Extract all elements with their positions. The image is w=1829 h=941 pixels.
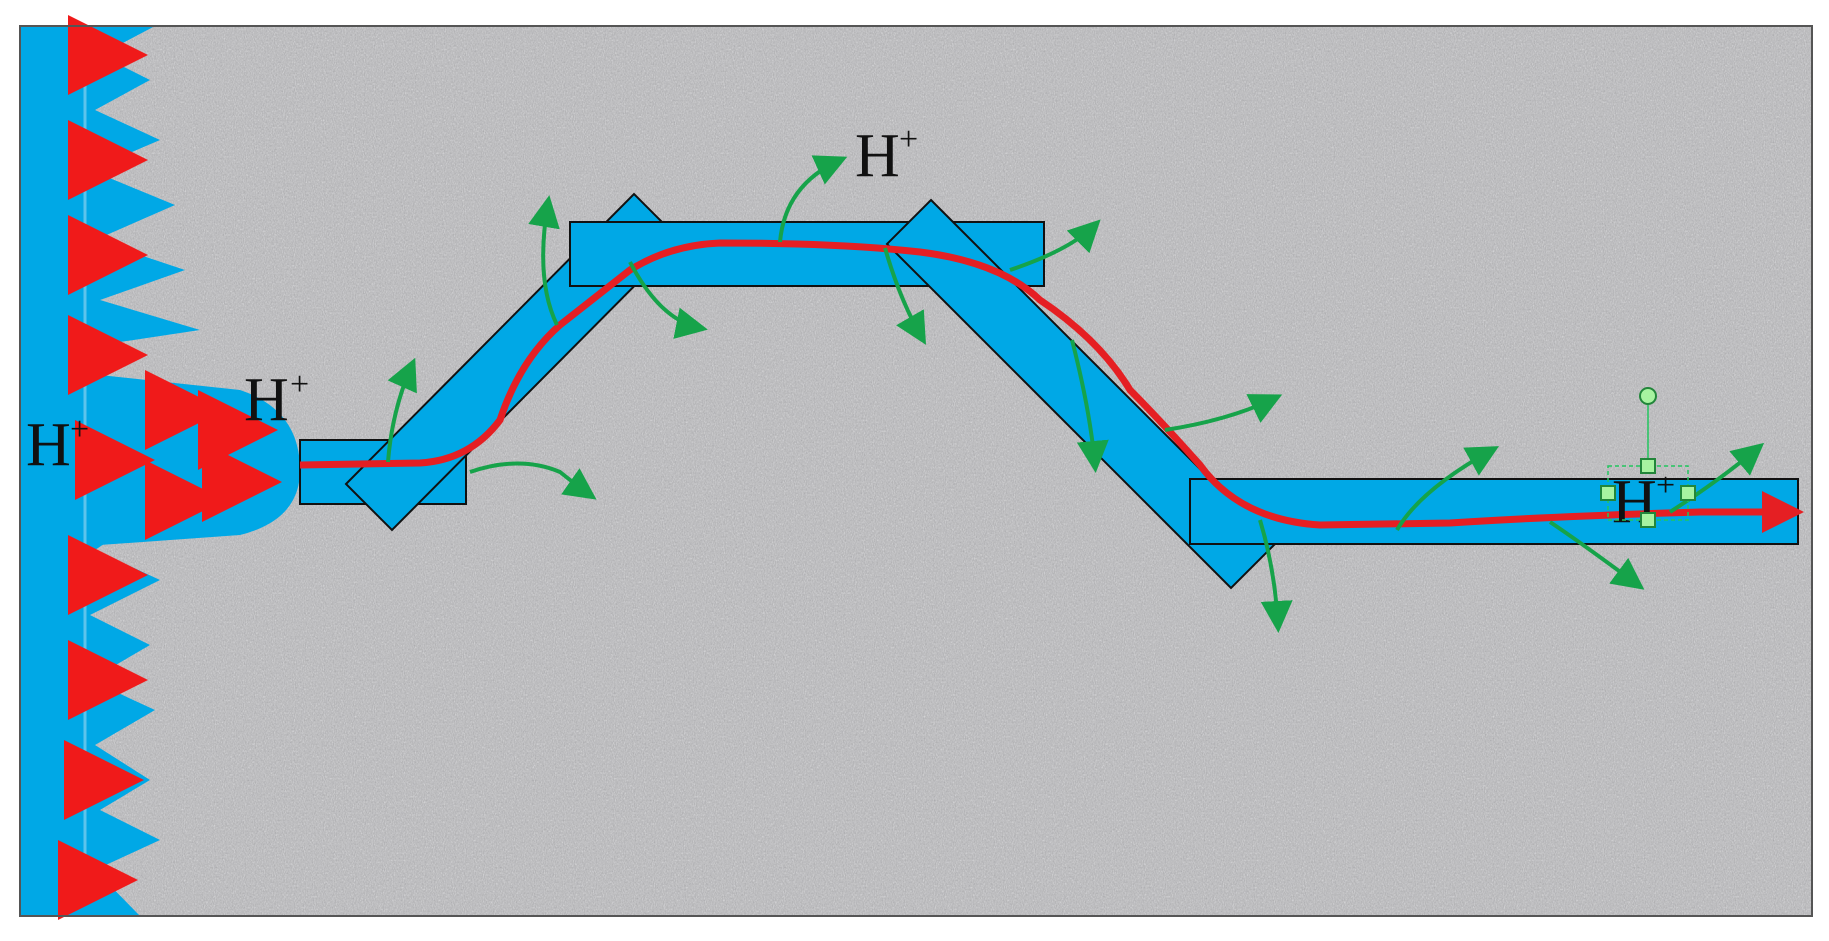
leakage-arrows xyxy=(386,155,1765,633)
selection-handle-icon[interactable] xyxy=(1640,512,1656,528)
green-curved-arrow-icon xyxy=(528,195,560,326)
ion-label-left-charge: + xyxy=(70,411,89,448)
inflow-arrows xyxy=(58,15,282,920)
main-proton-flow xyxy=(299,239,1804,533)
ion-label-entrance-symbol: H xyxy=(244,366,289,434)
ion-label-left-symbol: H xyxy=(26,411,71,479)
green-curved-arrow-icon xyxy=(1548,520,1645,590)
ion-label-entrance: H + xyxy=(244,366,309,434)
rotation-handle-icon[interactable] xyxy=(1639,387,1657,405)
green-curved-arrow-icon xyxy=(1258,519,1293,633)
green-curved-arrow-icon xyxy=(628,261,708,339)
ion-label-top-charge: + xyxy=(899,121,918,158)
selection-handle-icon[interactable] xyxy=(1680,485,1696,501)
ion-label-top-symbol: H xyxy=(855,122,900,190)
green-curved-arrow-icon xyxy=(1395,446,1499,531)
ion-label-entrance-charge: + xyxy=(290,366,309,403)
selection-handle-icon[interactable] xyxy=(1600,485,1616,501)
channel-segment-4 xyxy=(885,198,1277,590)
green-curved-arrow-icon xyxy=(778,155,848,243)
green-curved-arrow-icon xyxy=(1668,442,1765,514)
selection-box[interactable] xyxy=(1600,387,1696,528)
green-curved-arrow-icon xyxy=(883,247,927,345)
green-curved-arrow-icon xyxy=(1070,339,1109,473)
green-curved-arrow-icon xyxy=(1164,394,1283,432)
textured-background xyxy=(20,26,1812,916)
green-curved-arrow-icon xyxy=(469,461,597,500)
ion-label-top: H + xyxy=(855,121,918,190)
frame-border xyxy=(19,25,1813,917)
ion-label-left: H + xyxy=(26,411,89,479)
green-curved-arrow-icon xyxy=(1009,219,1101,272)
ion-label-right-charge: + xyxy=(1656,467,1675,504)
selection-handle-icon[interactable] xyxy=(1640,458,1656,474)
left-reservoir xyxy=(20,26,200,916)
green-curved-arrow-icon xyxy=(386,357,417,463)
